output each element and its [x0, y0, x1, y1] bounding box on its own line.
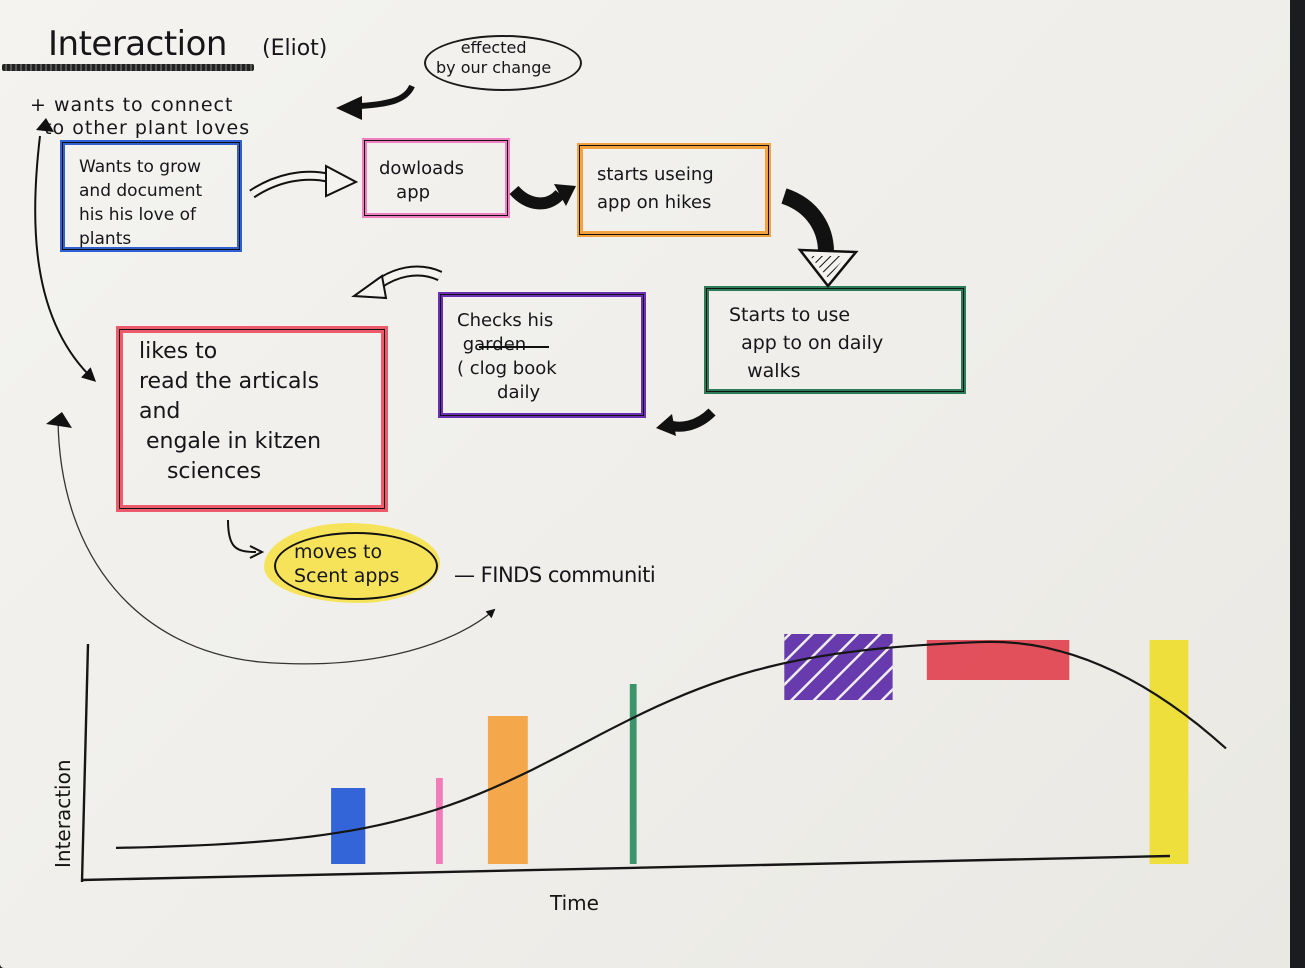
chart-marker-hikes	[487, 716, 528, 864]
chart-marks	[331, 634, 1189, 864]
step-box-walks: Starts to use app to on daily walks	[704, 286, 966, 394]
arrow-grow-to-download	[249, 164, 359, 199]
x-axis	[81, 854, 1171, 882]
title-underline	[2, 64, 254, 71]
chart-marker-hatch-logbook	[784, 634, 893, 700]
chart-marker-moves	[1149, 640, 1189, 864]
step-box-grow: Wants to grow and document his his love …	[60, 140, 242, 252]
page-subtitle: (Eliot)	[262, 36, 328, 61]
arrow-note-to-want	[336, 84, 415, 120]
note-bubble	[424, 35, 582, 91]
step-text-moves: moves to Scent apps	[294, 541, 400, 587]
step-box-articles: likes to read the articals and engale in…	[116, 326, 388, 512]
arrow-download-to-hikes	[509, 184, 576, 210]
y-axis-label: Interaction	[51, 759, 75, 868]
step-text-grow: Wants to grow and document his his love …	[79, 157, 203, 249]
finds-text: — FINDS communiti	[454, 563, 656, 587]
y-axis	[80, 643, 90, 883]
step-box-logbook: Checks his garden ( clog book daily	[438, 292, 646, 418]
step-box-download: dowloads app	[362, 138, 510, 218]
step-ring-moves	[274, 532, 438, 600]
strike-through	[479, 346, 549, 348]
step-text-logbook: Checks his garden ( clog book daily	[457, 310, 557, 403]
note-text: effected by our change	[436, 38, 552, 77]
chart-marker-articles	[926, 640, 1070, 680]
chart-marker-walks	[629, 684, 637, 864]
step-text-hikes: starts useing app on hikes	[597, 164, 714, 213]
arrow-hikes-to-walks	[781, 188, 859, 289]
loop-want-to-articles	[34, 118, 97, 382]
step-text-articles: likes to read the articals and engale in…	[139, 339, 322, 484]
chart-marker-download	[436, 778, 443, 864]
interaction-curve	[115, 640, 1227, 849]
want-text: + wants to connect to other plant loves	[30, 94, 251, 139]
chart-marker-grow	[331, 788, 366, 864]
arrow-logbook-to-articles	[351, 265, 443, 300]
x-axis-label: Time	[549, 891, 599, 915]
step-text-download: dowloads app	[379, 158, 465, 203]
page-title: Interaction	[48, 24, 227, 64]
loop-finds-back	[46, 412, 496, 665]
interaction-chart: Interaction Time	[51, 634, 1227, 915]
step-text-walks: Starts to use app to on daily walks	[729, 304, 884, 382]
arrow-walks-to-logbook	[656, 408, 716, 436]
step-box-hikes: starts useing app on hikes	[577, 143, 771, 237]
arrow-articles-to-moves	[227, 519, 265, 559]
